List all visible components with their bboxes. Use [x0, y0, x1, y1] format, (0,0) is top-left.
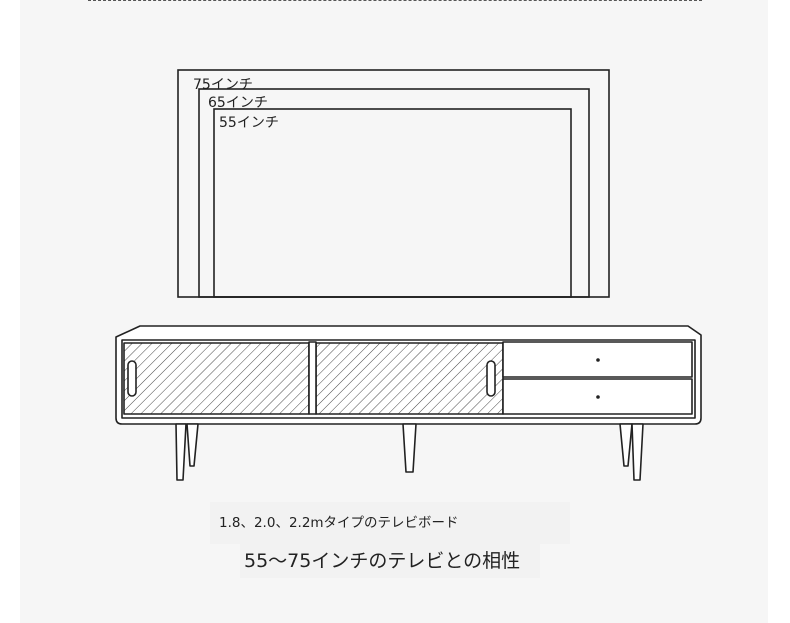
drawer-knob-top	[596, 358, 600, 362]
drawer-knob-bottom	[596, 395, 600, 399]
leg-back-right	[619, 423, 633, 467]
door-handle-left	[127, 360, 137, 397]
sliding-door-right	[315, 342, 504, 415]
caption-compatibility: 55〜75インチのテレビとの相性	[240, 544, 540, 578]
tv-outline-55	[213, 108, 572, 298]
tv-size-label-75: 75インチ	[193, 77, 253, 93]
door-handle-right	[486, 360, 496, 397]
door-divider	[308, 341, 317, 415]
tv-size-label-65: 65インチ	[208, 95, 268, 111]
leg-front-right	[631, 423, 644, 481]
tv-size-label-55: 55インチ	[219, 115, 279, 131]
top-dashed-divider	[88, 0, 702, 1]
leg-back-left	[186, 423, 199, 467]
caption-board-types: 1.8、2.0、2.2mタイプのテレビボード	[210, 502, 570, 544]
leg-front-left	[175, 423, 187, 481]
sliding-door-left	[123, 342, 310, 415]
leg-center	[402, 423, 417, 473]
